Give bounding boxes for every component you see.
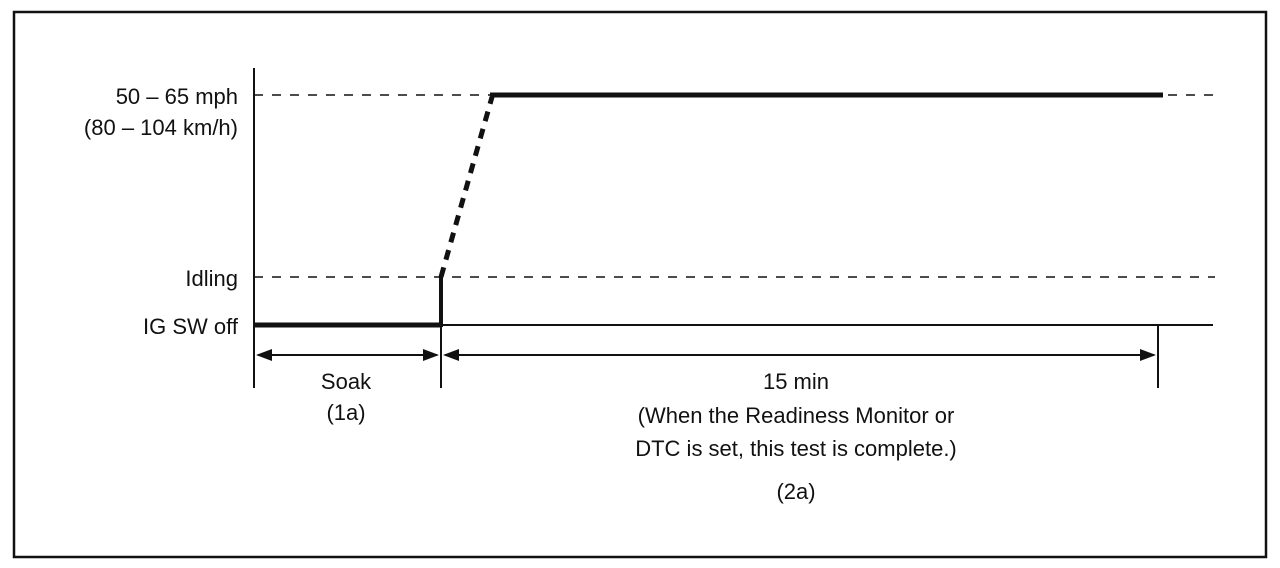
idling-label: Idling xyxy=(185,266,238,291)
drive-note-line2: DTC is set, this test is complete.) xyxy=(635,436,957,461)
acceleration-trace xyxy=(438,96,495,278)
speed-label-kmh: (80 – 104 km/h) xyxy=(84,115,238,140)
soak-arrow-right xyxy=(423,349,439,361)
diagram-frame xyxy=(12,10,1268,559)
drive-note-line1: (When the Readiness Monitor or xyxy=(638,403,955,428)
drive-duration-label: 15 min xyxy=(763,369,829,394)
drive-arrow-right xyxy=(1140,349,1156,361)
soak-arrow-left xyxy=(256,349,272,361)
drive-arrow-left xyxy=(443,349,459,361)
soak-label: Soak xyxy=(321,369,372,394)
speed-label-mph: 50 – 65 mph xyxy=(116,84,238,109)
ig-sw-off-label: IG SW off xyxy=(143,314,239,339)
drive-code: (2a) xyxy=(776,479,815,504)
soak-code: (1a) xyxy=(326,400,365,425)
